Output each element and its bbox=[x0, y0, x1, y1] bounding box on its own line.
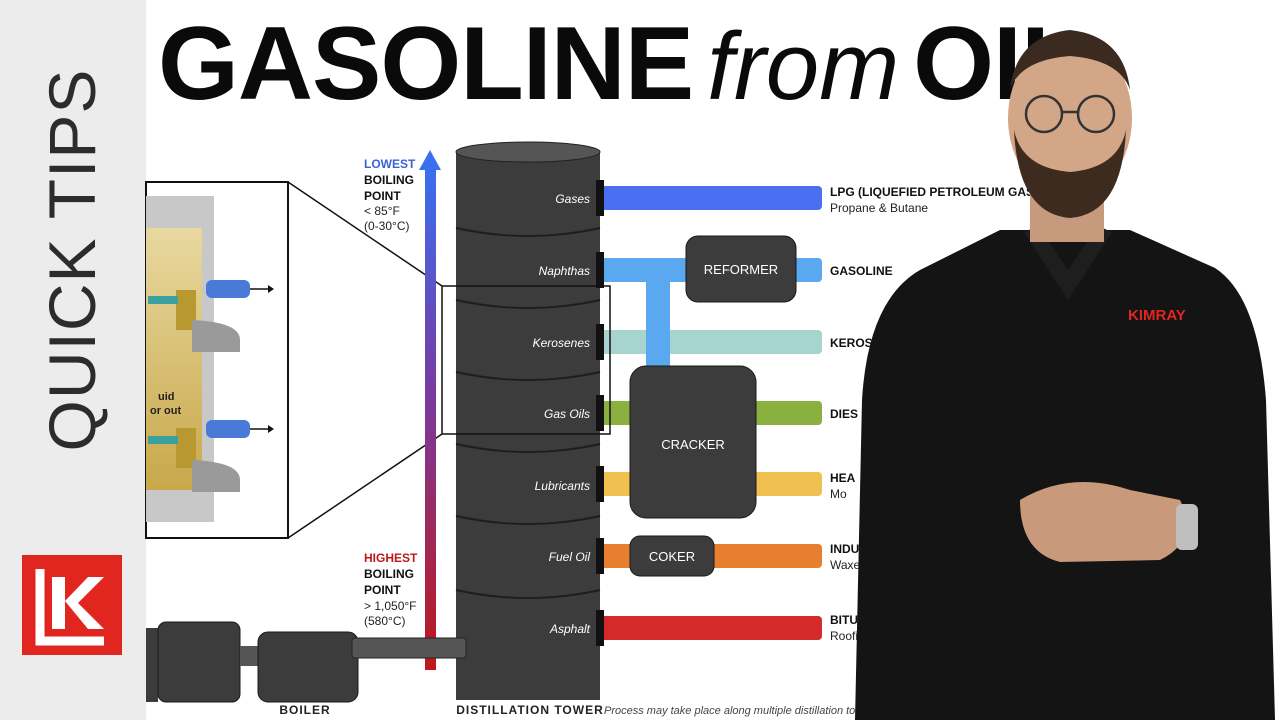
pipe-cracker-feed bbox=[646, 272, 670, 376]
footnote: Process may take place along multiple di… bbox=[604, 705, 882, 717]
lowest-boiling-label: LOWEST BOILING POINT < 85°F (0-30°C) bbox=[364, 157, 416, 233]
fraction-kerosenes: Kerosenes bbox=[533, 336, 590, 350]
sidebar: QUICK TIPS bbox=[0, 0, 146, 720]
highest-line4: > 1,050°F bbox=[364, 599, 417, 613]
coker-unit: COKER bbox=[629, 535, 715, 577]
tower-zoom-inset: uid or out bbox=[145, 181, 443, 539]
pipe-gases bbox=[600, 186, 822, 210]
shirt-logo: KIMRAY bbox=[1128, 307, 1186, 324]
reformer-unit: REFORMER bbox=[685, 235, 797, 303]
product-lpg: LPG (LIQUEFIED PETROLEUM GASES bbox=[830, 185, 1050, 199]
lowest-line1: LOWEST bbox=[364, 157, 416, 171]
boiler-caption: BOILER bbox=[279, 703, 330, 717]
lowest-line4: < 85°F bbox=[364, 204, 400, 218]
pipe-kerosenes bbox=[600, 330, 822, 354]
title-from: from bbox=[707, 13, 900, 120]
zoom-frame bbox=[441, 285, 611, 435]
fraction-lubricants: Lubricants bbox=[535, 479, 590, 493]
fraction-gases: Gases bbox=[555, 192, 590, 206]
boiling-point-arrow bbox=[419, 150, 441, 670]
inset-text-2: or out bbox=[150, 405, 181, 417]
product-heating-sub: Mo bbox=[830, 487, 847, 501]
lowest-line2: BOILING bbox=[364, 173, 414, 187]
lowest-line3: POINT bbox=[364, 189, 401, 203]
boiler bbox=[146, 621, 467, 703]
fraction-naphthas: Naphthas bbox=[539, 264, 590, 278]
k-logo-icon bbox=[35, 569, 104, 646]
highest-line1: HIGHEST bbox=[364, 551, 418, 565]
product-gasoline: GASOLINE bbox=[830, 264, 893, 278]
product-heating: HEA bbox=[830, 471, 856, 485]
cracker-unit: CRACKER bbox=[629, 365, 757, 519]
presenter-photo: KIMRAY bbox=[855, 30, 1275, 720]
title-gasoline: GASOLINE bbox=[158, 6, 694, 122]
highest-line5: (580°C) bbox=[364, 614, 405, 628]
cracker-label: CRACKER bbox=[661, 437, 725, 452]
highest-line2: BOILING bbox=[364, 567, 414, 581]
kimray-logo bbox=[22, 555, 122, 655]
product-diesel: DIES bbox=[830, 407, 858, 421]
lowest-line5: (0-30°C) bbox=[364, 219, 409, 233]
product-lpg-sub: Propane & Butane bbox=[830, 201, 928, 215]
pipe-asphalt bbox=[600, 616, 822, 640]
highest-boiling-label: HIGHEST BOILING POINT > 1,050°F (580°C) bbox=[364, 551, 418, 628]
distillation-tower: Gases Naphthas Kerosenes Gas Oils Lubric… bbox=[441, 141, 611, 700]
reformer-label: REFORMER bbox=[704, 262, 778, 277]
fraction-fueloil: Fuel Oil bbox=[549, 550, 591, 564]
inset-text-1: uid bbox=[158, 391, 175, 403]
fraction-gasoils: Gas Oils bbox=[544, 407, 590, 421]
tower-caption: DISTILLATION TOWER bbox=[456, 703, 604, 717]
fraction-asphalt: Asphalt bbox=[549, 622, 591, 636]
coker-label: COKER bbox=[649, 549, 695, 564]
highest-line3: POINT bbox=[364, 583, 401, 597]
